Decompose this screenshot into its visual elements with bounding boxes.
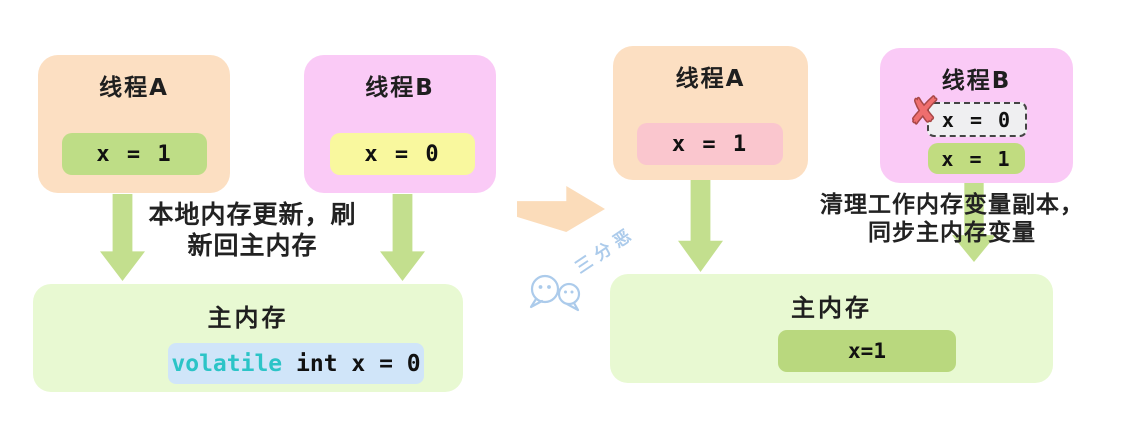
left-thread-b-box: 线程B x = 0 [304,55,496,193]
right-thread-a-box: 线程A x = 1 [613,46,808,180]
left-main-memory-box: 主内存 volatile int x = 0 [33,284,463,392]
right-main-memory-title: 主内存 [791,294,872,322]
declaration-rest: int x = 0 [296,350,421,377]
watermark: 三分恶 [529,226,640,312]
left-thread-a-value: x = 1 [62,133,207,175]
left-annotation-line1: 本地内存更新，刷 [148,200,357,229]
right-thread-b-title: 线程B [941,68,1012,94]
right-thread-b-new-value: x = 1 [928,143,1025,174]
right-annotation-line2: 同步主内存变量 [868,220,1036,246]
right-thread-b-box: 线程B x = 0 ✘ x = 1 [880,48,1073,183]
left-thread-a-title: 线程A [99,75,169,101]
volatile-declaration: volatile int x = 0 [168,343,424,384]
left-thread-b-value: x = 0 [330,133,475,175]
right-thread-b-old-value: x = 0 [927,102,1027,137]
wechat-bubbles-icon [529,274,581,312]
left-annotation: 本地内存更新，刷 新回主内存 [125,199,380,261]
right-annotation: 清理工作内存变量副本， 同步主内存变量 [818,191,1086,247]
cross-icon: ✘ [907,89,940,133]
left-thread-b-flush-arrow-icon [380,194,425,281]
right-thread-a-value: x = 1 [637,123,783,165]
right-thread-a-sync-arrow-icon [678,180,723,272]
right-main-memory-value: x=1 [778,330,956,372]
right-main-memory-box: 主内存 x=1 [610,274,1053,383]
right-thread-a-title: 线程A [675,66,746,92]
right-annotation-line1: 清理工作内存变量副本， [820,192,1084,218]
left-annotation-line2: 新回主内存 [187,231,318,260]
wechat-bubbles-eyes [538,285,574,294]
left-main-memory-title: 主内存 [207,304,289,332]
left-thread-a-box: 线程A x = 1 [38,55,230,193]
volatile-keyword: volatile [171,350,283,377]
left-thread-b-title: 线程B [365,75,435,101]
watermark-text: 三分恶 [572,226,640,278]
